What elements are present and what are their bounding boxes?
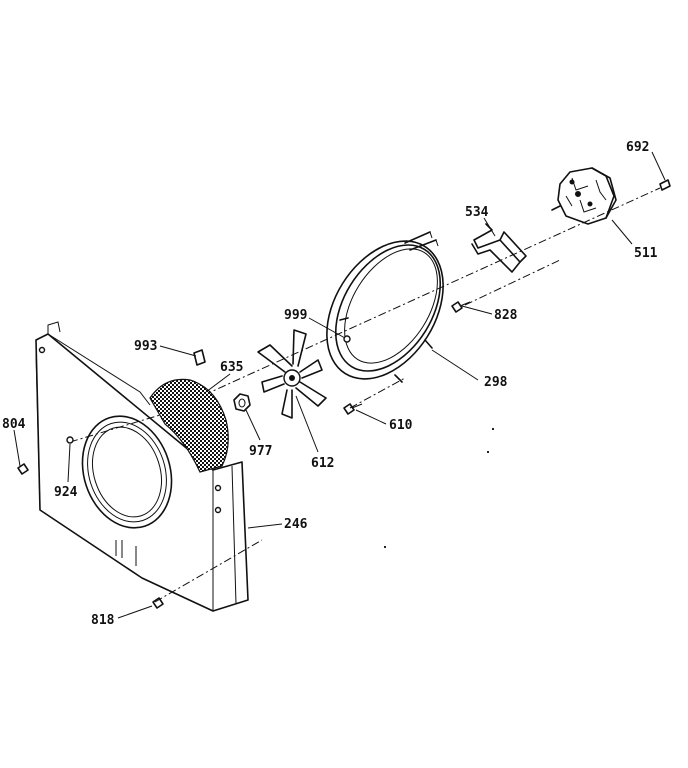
back-panel: [35, 321, 249, 612]
leader-lines: [13, 151, 666, 619]
label-828: 828: [494, 308, 518, 323]
label-511: 511: [634, 246, 658, 261]
mesh-screen: [149, 378, 229, 473]
label-534: 534: [465, 205, 489, 220]
label-298: 298: [484, 375, 508, 390]
label-924: 924: [54, 485, 78, 500]
screw-692: [659, 179, 671, 191]
label-977: 977: [249, 444, 272, 459]
label-804: 804: [2, 417, 26, 432]
stray-marks: [383, 427, 495, 549]
screw-610: [343, 403, 363, 415]
clip-part: [193, 349, 206, 366]
part-labels: 692 534 511 828 999 298 993 635 610 804 …: [2, 140, 658, 628]
screw-999: [343, 335, 351, 343]
label-993: 993: [134, 339, 157, 354]
label-612: 612: [311, 456, 334, 471]
element-ring: [326, 231, 444, 383]
label-246: 246: [284, 517, 308, 532]
nut-part: [233, 393, 251, 412]
label-999: 999: [284, 308, 307, 323]
bracket-part: [471, 223, 527, 273]
label-635: 635: [220, 360, 243, 375]
label-692: 692: [626, 140, 649, 155]
screw-818: [152, 597, 164, 609]
fan-blade: [257, 329, 327, 419]
washer-924: [66, 436, 74, 444]
motor-part: [551, 167, 617, 225]
label-818: 818: [91, 613, 115, 628]
screw-804: [17, 463, 29, 475]
screw-828: [451, 301, 471, 313]
label-610: 610: [389, 418, 413, 433]
